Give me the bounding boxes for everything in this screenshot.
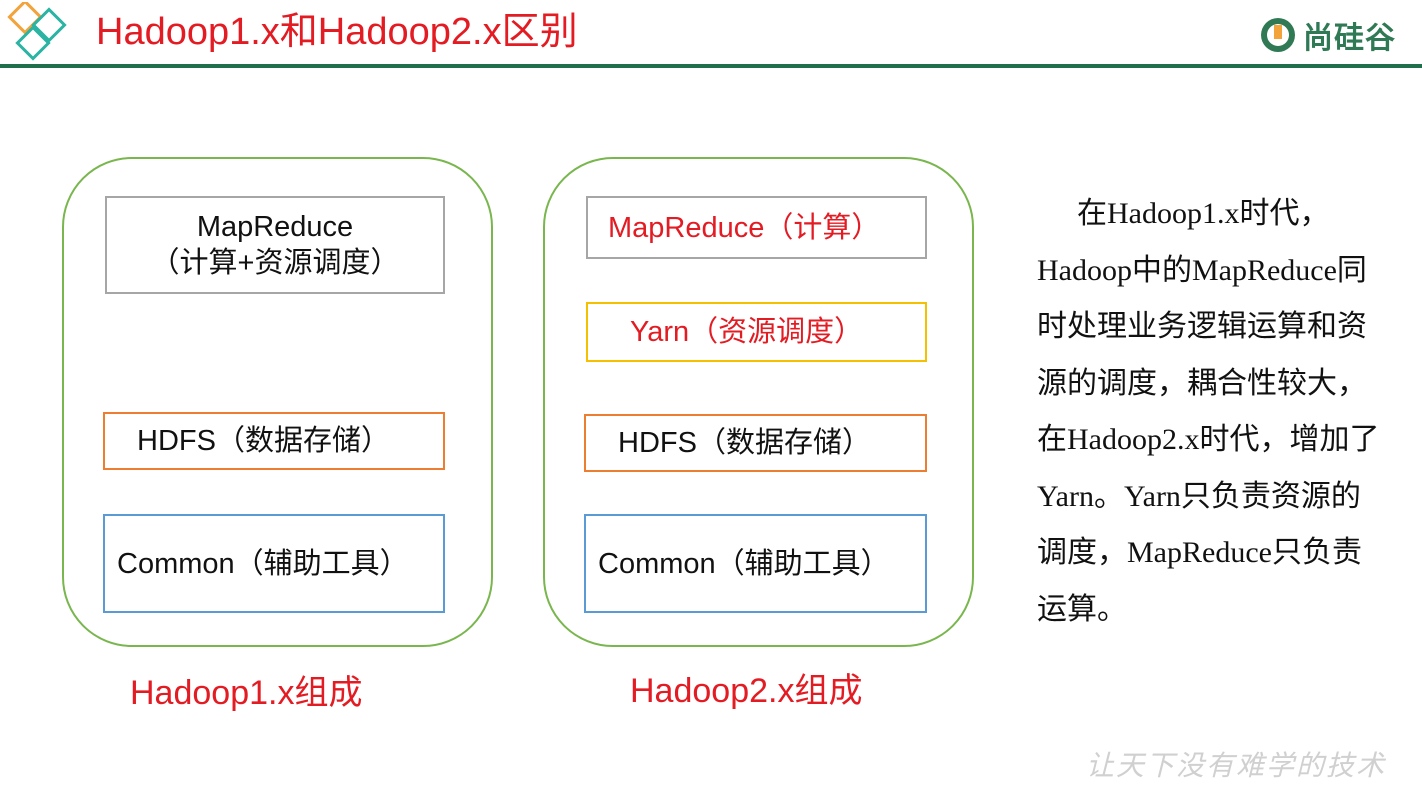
hadoop1-mapreduce-sublabel: （计算+资源调度）: [150, 247, 400, 279]
hadoop1-caption: Hadoop1.x组成: [130, 674, 363, 712]
hadoop1-mapreduce-box: MapReduce （计算+资源调度）: [105, 196, 445, 294]
hadoop1-common-box: Common（辅助工具）: [103, 514, 445, 613]
hadoop1-common-label: Common（辅助工具）: [117, 547, 409, 580]
brand-u-icon: [1261, 18, 1295, 52]
hadoop2-common-label: Common（辅助工具）: [598, 547, 890, 580]
hadoop1-hdfs-box: HDFS（数据存储）: [103, 412, 445, 470]
hadoop2-mapreduce-box: MapReduce（计算）: [586, 196, 927, 259]
hadoop2-yarn-box: Yarn（资源调度）: [586, 302, 927, 362]
hadoop2-mapreduce-label: MapReduce（计算）: [608, 211, 881, 244]
hadoop2-hdfs-box: HDFS（数据存储）: [584, 414, 927, 472]
diamond-logo-icon: [7, 2, 67, 61]
brand-name: 尚硅谷: [1303, 22, 1396, 55]
page-title: Hadoop1.x和Hadoop2.x区别: [96, 11, 578, 53]
explanation-text: 在Hadoop1.x时代，Hadoop中的MapReduce同时处理业务逻辑运算…: [1037, 186, 1387, 638]
explanation-paragraph: 在Hadoop1.x时代，Hadoop中的MapReduce同时处理业务逻辑运算…: [1037, 197, 1380, 626]
hadoop2-hdfs-label: HDFS（数据存储）: [618, 427, 871, 459]
hadoop2-caption: Hadoop2.x组成: [630, 672, 863, 710]
hadoop2-panel: [543, 157, 974, 647]
hadoop1-panel: [62, 157, 493, 647]
hadoop1-mapreduce-label: MapReduce: [196, 211, 354, 243]
hadoop2-yarn-label: Yarn（资源调度）: [630, 316, 864, 348]
header-divider: [0, 64, 1422, 68]
hadoop2-common-box: Common（辅助工具）: [584, 514, 927, 613]
hadoop1-hdfs-label: HDFS（数据存储）: [137, 425, 390, 457]
footer-slogan: 让天下没有难学的技术: [1085, 749, 1386, 782]
brand-logo: 尚硅谷: [1259, 14, 1396, 56]
